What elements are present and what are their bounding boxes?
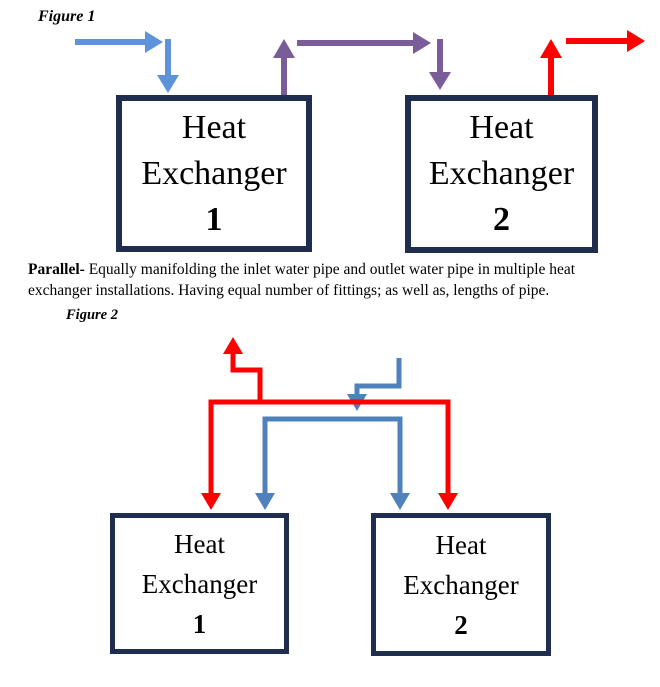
fig1-inlet-arrow-blue-icon bbox=[75, 31, 179, 93]
hx-number: 2 bbox=[454, 609, 468, 640]
fig1-heat-exchanger-2-box: Heat Exchanger 2 bbox=[405, 95, 598, 253]
hx-name-line2: Exchanger bbox=[141, 568, 258, 599]
hx-name-line2: Exchanger bbox=[141, 154, 287, 192]
figure1-label: Figure 1 bbox=[38, 8, 96, 25]
hx-name-line1: Heat bbox=[469, 109, 534, 146]
fig2-heat-exchanger-2-box: Heat Exchanger 2 bbox=[371, 513, 551, 656]
hx-name-line1: Heat bbox=[174, 528, 225, 559]
fig2-outlet-pipe-red-icon bbox=[223, 337, 263, 402]
figure1-series-diagram bbox=[75, 30, 645, 95]
parallel-term: Parallel- bbox=[28, 261, 85, 278]
hx-number: 2 bbox=[493, 201, 510, 238]
fig2-red-manifold-arrows-icon bbox=[201, 399, 458, 510]
hx-number: 1 bbox=[205, 200, 223, 238]
parallel-definition-paragraph: Parallel- Equally manifolding the inlet … bbox=[28, 260, 642, 301]
hx-number: 1 bbox=[192, 608, 207, 639]
fig2-heat-exchanger-1-box: Heat Exchanger 1 bbox=[110, 513, 289, 654]
fig2-blue-manifold-arrows-icon bbox=[255, 416, 410, 510]
figure2-label: Figure 2 bbox=[66, 307, 118, 323]
fig1-outlet-arrow-red-icon bbox=[540, 30, 645, 95]
parallel-definition-text: Equally manifolding the inlet water pipe… bbox=[28, 261, 576, 299]
hx-name-line1: Heat bbox=[435, 529, 487, 560]
hx-name-line1: Heat bbox=[181, 108, 247, 146]
fig1-crossover-arrow-purple-icon bbox=[273, 32, 451, 95]
hx-name-line2: Exchanger bbox=[428, 155, 575, 192]
figure2-parallel-diagram bbox=[201, 337, 458, 510]
fig1-heat-exchanger-1-box: Heat Exchanger 1 bbox=[116, 95, 312, 252]
hx-name-line2: Exchanger bbox=[403, 569, 519, 600]
